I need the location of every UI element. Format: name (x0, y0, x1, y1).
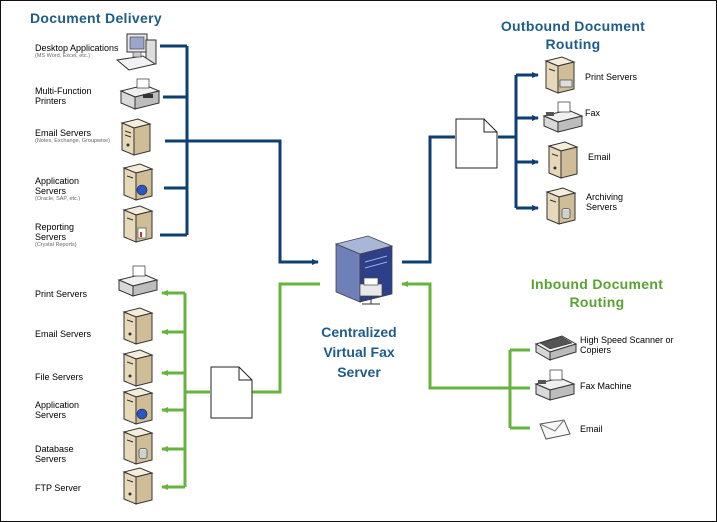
envelope-icon (539, 419, 571, 440)
server-icon (122, 307, 154, 345)
inbound-fax-machine-label: Fax Machine (580, 381, 632, 391)
outbound-lines (402, 72, 539, 264)
delivery-label: Application Servers (35, 176, 80, 196)
fax-icon (534, 369, 576, 401)
outbound-header-line1: Outbound Document (500, 18, 646, 34)
center-line1: Centralized (321, 324, 397, 340)
center-line3: Server (337, 364, 381, 380)
outbound-print-servers-label: Print Servers (585, 72, 638, 82)
inbound-document-icon (210, 366, 253, 419)
reporting-servers-label: Reporting Servers (Crystal Reports) (35, 222, 97, 249)
server-icon (122, 467, 154, 505)
application-servers-label: Application Servers (Oracle, SAP, etc.) (35, 176, 97, 203)
delivery-sub: (Notes, Exchange, Groupwise) (35, 138, 110, 144)
server-globe-icon (122, 163, 154, 201)
delivery-label: Desktop Applications (35, 43, 119, 53)
internal-file-servers-label: File Servers (35, 372, 84, 382)
internal-email-servers-label: Email Servers (35, 329, 92, 339)
delivery-sub: (Crystal Reports) (35, 242, 77, 248)
server-printer-icon (544, 56, 576, 94)
internal-lines (161, 282, 320, 490)
internal-print-servers-label: Print Servers (35, 289, 88, 299)
delivery-label: Multi-Function Printers (35, 86, 92, 106)
server-icon (122, 349, 154, 387)
inbound-routing-header: Inbound Document Routing (506, 275, 688, 311)
internal-application-servers-label: Application Servers (35, 400, 80, 420)
fax-icon (542, 101, 584, 133)
desktop-applications-label: Desktop Applications (MS Word, Excel, et… (35, 43, 125, 60)
inbound-header-line1: Inbound Document (530, 276, 664, 292)
desktop-computer-icon (115, 33, 157, 71)
inbound-lines (401, 281, 530, 430)
delivery-sub: (MS Word, Excel, etc.) (35, 53, 90, 59)
outbound-fax-label: Fax (585, 108, 601, 118)
printer-icon (117, 265, 159, 297)
server-database-icon (122, 427, 154, 465)
outbound-archiving-label: Archiving Servers (586, 192, 624, 212)
server-report-icon (122, 205, 154, 243)
server-globe-icon (122, 387, 154, 425)
multi-function-printers-label: Multi-Function Printers (35, 86, 115, 106)
outbound-document-icon (455, 118, 498, 169)
delivery-label: Reporting Servers (35, 222, 75, 242)
scanner-icon (534, 335, 578, 361)
outbound-email-label: Email (588, 152, 611, 162)
delivery-label: Email Servers (35, 128, 92, 138)
server-icon (120, 118, 152, 156)
server-icon (547, 141, 579, 179)
server-database-icon (545, 187, 577, 225)
delivery-sub: (Oracle, SAP, etc.) (35, 196, 81, 202)
inbound-scanner-label: High Speed Scanner or Copiers (580, 335, 674, 355)
inbound-email-label: Email (580, 424, 603, 434)
printer-icon (119, 78, 161, 110)
internal-database-servers-label: Database Servers (35, 444, 74, 464)
fax-server-icon (334, 235, 394, 305)
central-server-label: Centralized Virtual Fax Server (300, 322, 418, 382)
outbound-header-line2: Routing (545, 36, 601, 52)
center-line2: Virtual Fax (323, 344, 395, 360)
outbound-routing-header: Outbound Document Routing (478, 17, 668, 53)
document-delivery-header: Document Delivery (30, 10, 162, 26)
email-servers-label: Email Servers (Notes, Exchange, Groupwis… (35, 128, 115, 145)
delivery-lines (160, 44, 319, 265)
inbound-header-line2: Routing (569, 294, 625, 310)
internal-ftp-server-label: FTP Server (35, 483, 81, 493)
